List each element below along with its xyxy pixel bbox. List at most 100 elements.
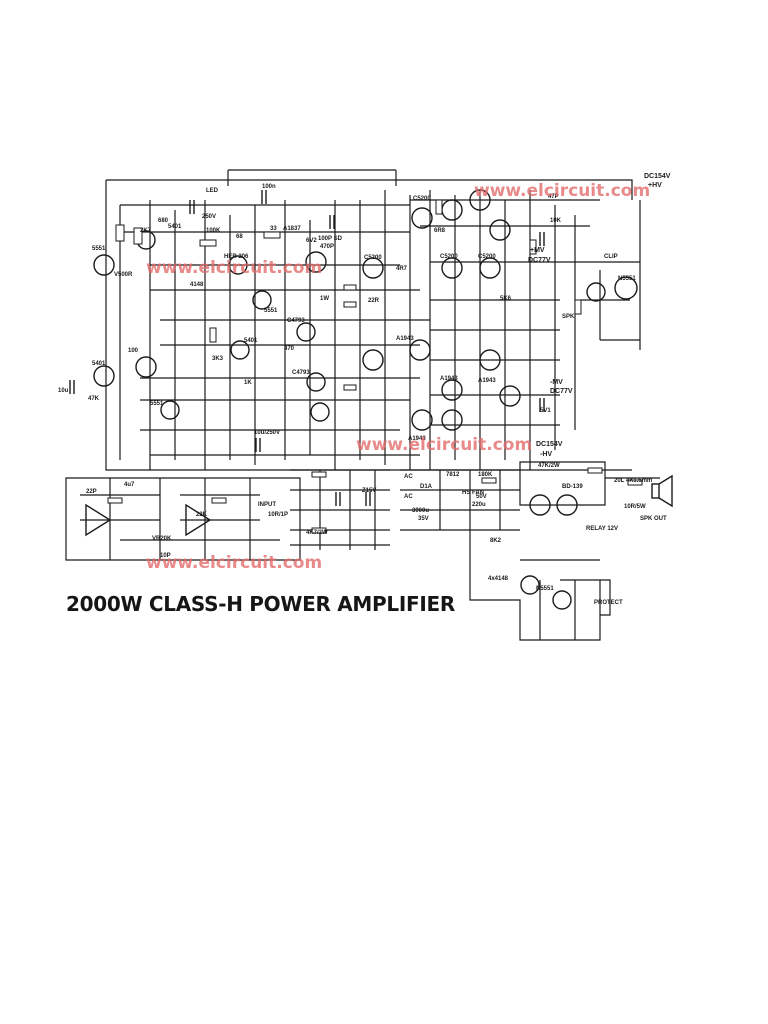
- label-d-6v2: 6V2: [306, 238, 317, 244]
- label-q-a1943-c: A1943: [478, 378, 496, 384]
- label-q-n5551-p: N5551: [536, 586, 554, 592]
- label-q-c5200-a: C5200: [413, 196, 431, 202]
- label-r-10r5w: 10R/5W: [624, 504, 646, 510]
- page-title: 2000W CLASS-H POWER AMPLIFIER: [66, 592, 455, 616]
- label-r-5k6: 5K6: [500, 296, 512, 302]
- label-v-50v: 50V: [476, 494, 487, 500]
- transistors: [93, 189, 638, 610]
- label-v-500r: V500R: [114, 272, 133, 278]
- label-speaker: SPK OUT: [640, 516, 667, 522]
- label-c-10u: 10u: [58, 388, 69, 394]
- label-ac-top: AC: [404, 474, 413, 480]
- label-c-22p: 22P: [86, 489, 97, 495]
- label-reg-7812: 7812: [446, 472, 460, 478]
- label-led: LED: [206, 188, 219, 194]
- watermarks: www.elcircuit.com www.elcircuit.com www.…: [146, 181, 650, 573]
- label-vr-20k: VR20K: [152, 536, 172, 542]
- label-q-a1837: A1837: [283, 226, 301, 232]
- label-r-33: 33: [270, 226, 277, 232]
- label-d-her: HER 206: [224, 254, 249, 260]
- label-c-220u: 220u: [472, 502, 486, 508]
- label-r-680: 680: [158, 218, 169, 224]
- label-r-68: 68: [236, 234, 243, 240]
- label-q-5401-b: 5401: [92, 361, 106, 367]
- label-d-4148: 4148: [190, 282, 204, 288]
- label-hs-fan: HS FAN: [462, 490, 484, 496]
- label-q-5401-a: 5401: [168, 224, 182, 230]
- watermark-1: www.elcircuit.com: [474, 181, 650, 201]
- label-1w: 1W: [320, 296, 329, 302]
- label-q-n5551: N5551: [618, 276, 636, 282]
- label-q-bd139: BD-139: [562, 484, 583, 490]
- watermark-4: www.elcircuit.com: [146, 553, 322, 573]
- label-q-a1943-a: A1943: [396, 336, 414, 342]
- label-r-10r: 10R/1P: [268, 512, 288, 518]
- label-d-4x4148: 4x4148: [488, 576, 509, 582]
- label-r-10k: 10K: [550, 218, 562, 224]
- label-dc154v-top: DC154V: [644, 173, 671, 180]
- resistors: [107, 199, 643, 534]
- label-r-1k: 1K: [244, 380, 252, 386]
- opamps: [85, 503, 212, 537]
- label-q-c5200-b: C5200: [440, 254, 458, 260]
- label-r-180k: 180K: [478, 472, 493, 478]
- label-q-5551-c: 5551: [264, 308, 278, 314]
- label-r-47k-2w: 47K/2W: [538, 463, 560, 469]
- label-r-20l: 20L 4X1.5mm: [614, 478, 652, 484]
- label-mv-bot: -MV: [550, 379, 563, 386]
- schematic-wires: [65, 169, 660, 641]
- label-relay: RELAY 12V: [586, 526, 618, 532]
- label-input: INPUT: [258, 502, 276, 508]
- label-r-22k: 22K: [196, 512, 208, 518]
- label-q-5551-b: 5551: [150, 401, 164, 407]
- label-r-2k7: 2K7: [140, 228, 152, 234]
- label-dc77v-top: DC77V: [528, 257, 551, 264]
- label-c-100pf: 100P SD: [318, 236, 343, 242]
- label-r-47k: 47K: [88, 396, 100, 402]
- label-mv-top: +MV: [530, 247, 545, 254]
- label-q-c4793-b: C4793: [292, 370, 310, 376]
- label-minus-hv: -HV: [540, 451, 552, 458]
- label-c-10u250: 10u/250V: [254, 430, 280, 436]
- label-r-3k3: 3K3: [212, 356, 224, 362]
- label-q-a1943-b: A1943: [440, 376, 458, 382]
- label-plus-hv: +HV: [648, 182, 662, 189]
- label-c-3900u: 3900u: [412, 508, 429, 514]
- label-q-c4793: C4793: [287, 318, 305, 324]
- label-q-c5200-d: C5200: [364, 255, 382, 261]
- label-q-5401-c: 5401: [244, 338, 258, 344]
- label-c-100n: 100n: [262, 184, 276, 190]
- label-protect: PROTECT: [594, 600, 623, 606]
- label-100: 100: [128, 348, 139, 354]
- label-c-4u7: 4u7: [124, 482, 135, 488]
- label-d-5v1: 5V1: [540, 408, 551, 414]
- label-dc77v-bot: DC77V: [550, 388, 573, 395]
- label-ac-bot: AC: [404, 494, 413, 500]
- component-labels: DC154V +HV DC154V -HV DC77V DC77V +MV -M…: [58, 173, 671, 606]
- speaker-icon: [651, 474, 673, 508]
- watermark-3: www.elcircuit.com: [356, 435, 532, 455]
- label-c-470p: 470P: [320, 244, 334, 250]
- capacitors: [69, 190, 545, 506]
- label-r-4k7-2w: 4K7/2W: [306, 530, 328, 536]
- label-dc154v-bot: DC154V: [536, 441, 563, 448]
- watermark-2: www.elcircuit.com: [146, 258, 322, 278]
- label-d-z15v: Z15V: [362, 488, 376, 494]
- label-r-470: 470: [284, 346, 295, 352]
- label-r-6r8: 6R8: [434, 228, 446, 234]
- label-r-100k: 100K: [206, 228, 221, 234]
- label-r-4r7: 4R7: [396, 266, 408, 272]
- label-spk: SPK: [562, 314, 575, 320]
- label-q-5551-a: 5551: [92, 246, 106, 252]
- label-q-c5200-c: C5200: [478, 254, 496, 260]
- label-v-35v: 35V: [418, 516, 429, 522]
- label-v-250v: 250V: [202, 214, 216, 220]
- label-q-a1943-d: A1943: [408, 436, 426, 442]
- label-clip: CLIP: [604, 254, 618, 260]
- label-d1a: D1A: [420, 484, 433, 490]
- label-r-22r: 22R: [368, 298, 380, 304]
- label-c-10p: 10P: [160, 553, 171, 559]
- label-c-47p: 47P: [548, 194, 559, 200]
